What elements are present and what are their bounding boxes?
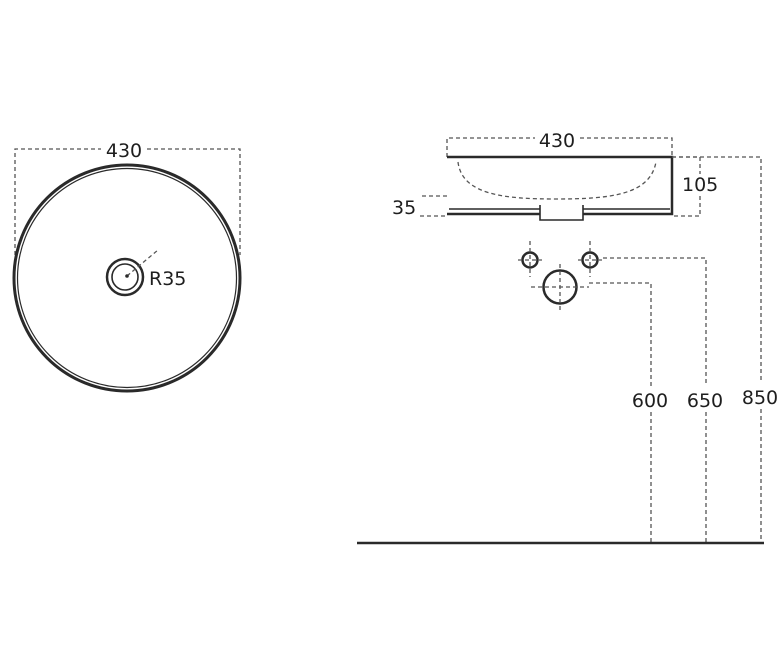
drain-outer-ring	[105, 257, 145, 297]
base-dimension-lines	[420, 195, 447, 217]
side-view-width-dimension-lines	[446, 137, 673, 157]
top-view-width-label: 430	[106, 140, 142, 162]
basin-drain-outlet	[539, 205, 584, 221]
top-height-label: 850	[742, 387, 778, 409]
basin-profile-outline	[447, 155, 674, 216]
basin-inner-bowl-curve	[457, 161, 657, 200]
top-height-dimension-line	[672, 156, 762, 542]
drain-height-label: 600	[632, 390, 668, 412]
side-view: 430 105 35 600 650 850	[357, 130, 778, 545]
drain-inner-ring	[111, 263, 139, 291]
left-supply-connection	[521, 251, 539, 269]
side-view-width-label: 430	[539, 130, 575, 152]
base-label: 35	[392, 197, 416, 219]
drain-crosshair-lines	[531, 264, 589, 312]
basin-inner-rim	[16, 167, 238, 389]
height-label: 105	[682, 174, 718, 196]
top-view-width-dimension-lines	[14, 148, 241, 255]
right-supply-connection	[581, 251, 599, 269]
top-view: 430 R35	[12, 140, 242, 393]
supply-height-label: 650	[687, 390, 723, 412]
drain-center-point	[125, 274, 129, 278]
supply-height-dimension-line	[603, 257, 707, 542]
drain-height-dimension-line	[589, 282, 652, 542]
drain-radius-label: R35	[149, 268, 186, 290]
basin-outer-rim	[12, 163, 242, 393]
supply-crosshair-lines	[518, 241, 602, 277]
